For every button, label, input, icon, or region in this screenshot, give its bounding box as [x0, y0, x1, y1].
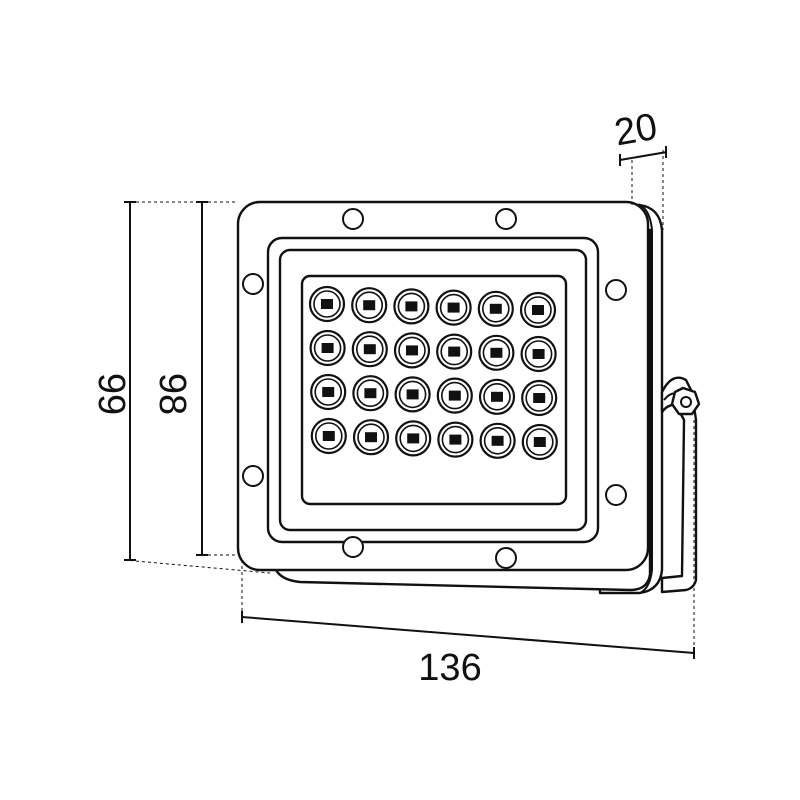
- screw-icon: [342, 208, 364, 230]
- led-icon: [479, 422, 516, 459]
- screw-icon: [242, 273, 264, 295]
- led-icon: [478, 378, 516, 415]
- led-icon: [393, 288, 430, 325]
- led-icon: [521, 423, 558, 461]
- led-array: [308, 285, 558, 461]
- led-icon: [395, 420, 432, 457]
- screw-icon: [342, 536, 364, 558]
- led-icon: [352, 375, 389, 412]
- bracket-bolt: [670, 386, 701, 416]
- led-icon: [308, 285, 346, 323]
- led-icon: [519, 291, 557, 329]
- screw-icon: [242, 465, 264, 487]
- led-icon: [310, 417, 347, 455]
- dimension-label-height-inner: 98: [151, 373, 193, 415]
- screw-icon: [605, 484, 627, 506]
- led-icon: [352, 419, 390, 456]
- dimension-label-depth: 20: [611, 106, 660, 155]
- led-icon: [477, 290, 514, 327]
- led-icon: [435, 289, 472, 326]
- dimension-width: 136: [241, 420, 695, 689]
- led-icon: [351, 287, 388, 324]
- led-icon: [351, 331, 388, 368]
- led-icon: [478, 334, 515, 371]
- screw-icon: [495, 547, 517, 569]
- led-icon: [436, 377, 473, 414]
- dimension-label-height-outer: 99: [90, 373, 132, 415]
- dimension-depth: 20: [611, 106, 668, 230]
- dimension-height-inner: 98: [151, 201, 240, 556]
- frame-screws: [242, 208, 627, 569]
- screw-icon: [495, 208, 517, 230]
- led-icon: [309, 329, 346, 367]
- screw-icon: [605, 279, 627, 301]
- led-icon: [310, 373, 347, 411]
- led-icon: [393, 332, 431, 369]
- dimension-label-width: 136: [418, 647, 481, 689]
- led-icon: [394, 376, 431, 413]
- dimension-height-outer: 99: [90, 201, 271, 574]
- led-icon: [437, 421, 474, 458]
- led-icon: [436, 333, 473, 370]
- led-icon: [520, 335, 557, 373]
- led-icon: [521, 379, 558, 417]
